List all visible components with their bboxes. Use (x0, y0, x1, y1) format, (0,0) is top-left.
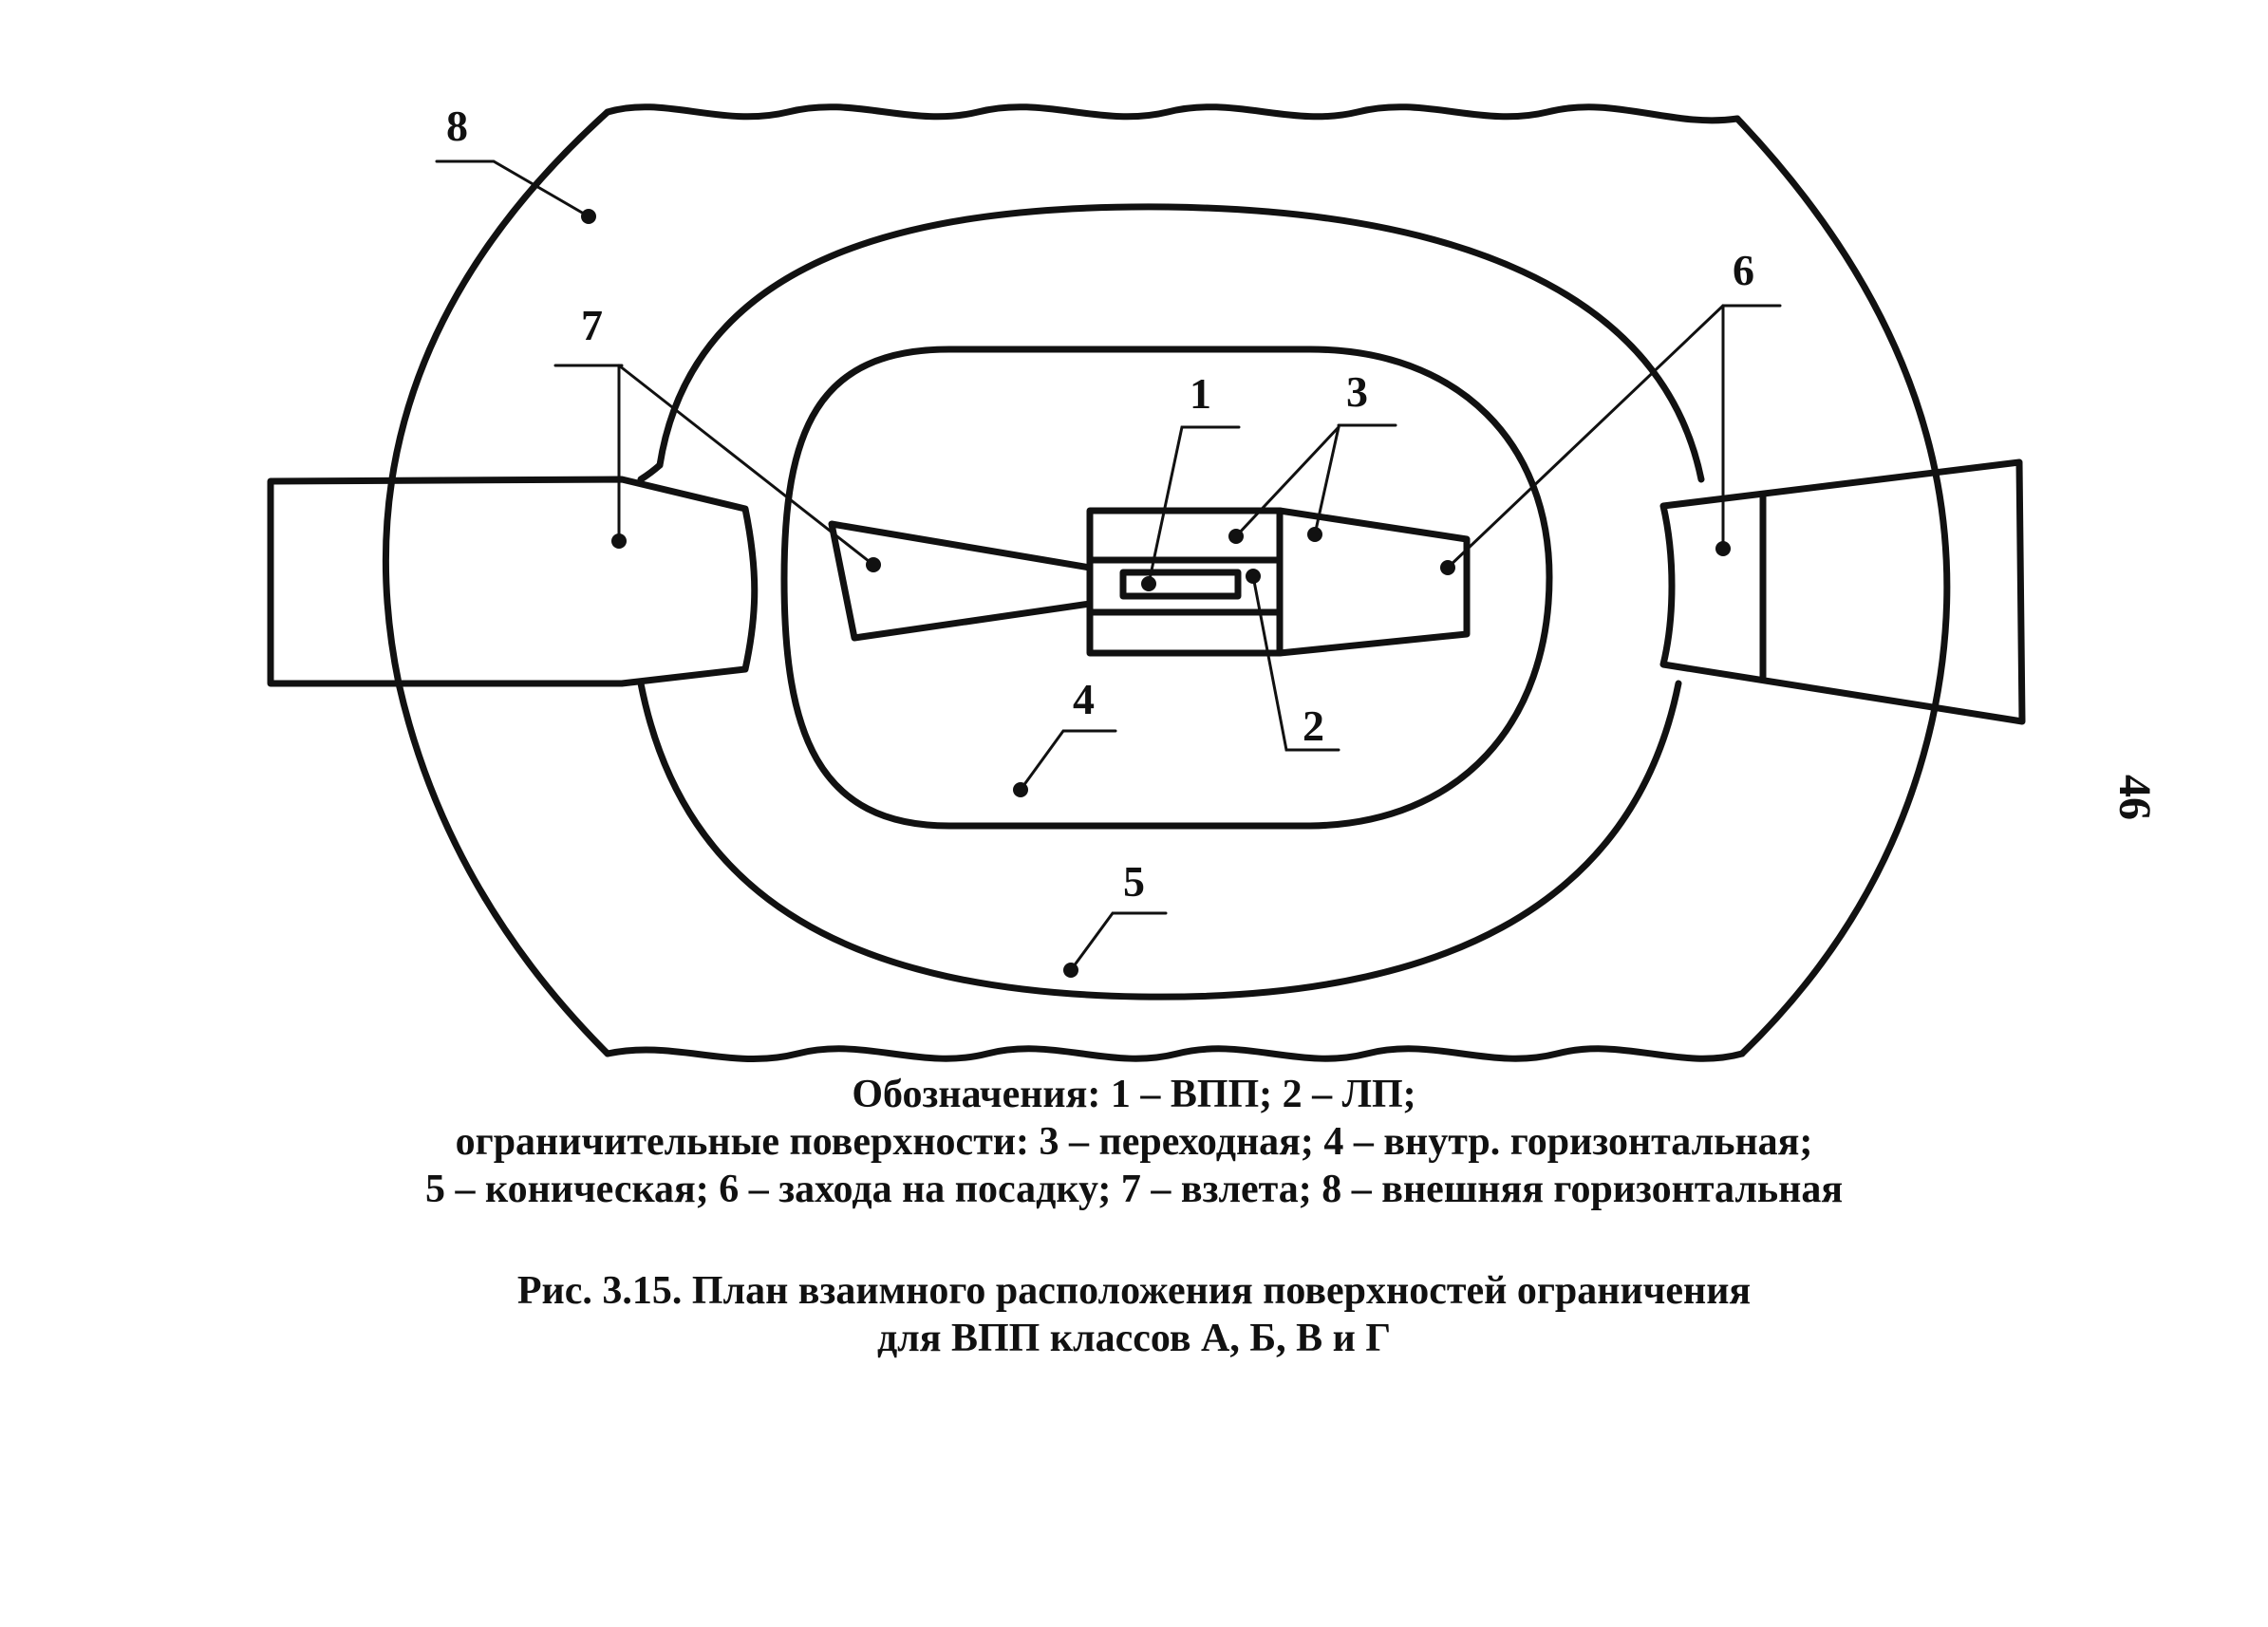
label-3: 3 (1346, 367, 1368, 416)
leader-8 (435, 159, 590, 218)
label-2: 2 (1303, 701, 1324, 750)
dot-3-b (1307, 527, 1322, 542)
dot-4 (1013, 782, 1028, 797)
conical-boundary-bottom (637, 680, 1682, 1001)
dot-5 (1063, 963, 1078, 978)
leader-1 (1147, 425, 1241, 586)
dot-2 (1246, 569, 1261, 584)
leader-3-a (1234, 425, 1340, 538)
leader-7-diag (617, 364, 875, 567)
label-6: 6 (1733, 246, 1754, 294)
caption-line-2: для ВПП классов А, Б, В и Г (876, 1317, 1392, 1360)
runway-rectangle (1119, 569, 1242, 600)
leader-2 (1251, 574, 1340, 752)
dot-3-a (1228, 529, 1244, 544)
dot-7-right (866, 557, 881, 572)
takeoff-trapezoid-inner (828, 520, 1094, 642)
outer-horizontal-surface (382, 103, 1951, 1062)
leader-6-diag (1446, 304, 1725, 570)
takeoff-surface (267, 476, 759, 687)
leader-4 (1019, 729, 1117, 792)
label-1: 1 (1190, 369, 1211, 418)
dot-6-left (1440, 560, 1455, 575)
dot-1 (1141, 576, 1156, 591)
outer-boundary-top (604, 103, 1741, 124)
outer-boundary-right (1734, 115, 1951, 1057)
transitional-surface-right (1276, 507, 1471, 657)
label-7: 7 (581, 301, 603, 349)
legend-line-1: Обозначения: 1 – ВПП; 2 – ЛП; (852, 1073, 1416, 1116)
leader-3-b (1313, 425, 1340, 536)
runway-strip (1086, 507, 1284, 657)
conical-boundary-left-upper (637, 461, 664, 483)
label-8: 8 (446, 102, 468, 150)
figure-caption: Рис. 3.15. План взаимного расположения п… (0, 1267, 2268, 1362)
page-number: 46 (2109, 775, 2160, 820)
legend-line-2: ограничительные поверхности: 3 – переход… (455, 1120, 1813, 1164)
approach-surface (1659, 458, 2026, 725)
outer-boundary-bottom (604, 1045, 1746, 1062)
dot-7-left (611, 533, 627, 549)
dot-6-right (1715, 541, 1731, 556)
caption-line-1: Рис. 3.15. План взаимного расположения п… (516, 1269, 1752, 1313)
legend: Обозначения: 1 – ВПП; 2 – ЛП; ограничите… (0, 1071, 2268, 1213)
legend-line-3: 5 – коническая; 6 – захода на посадку; 7… (424, 1168, 1844, 1211)
conical-boundary-top (656, 203, 1705, 483)
leaders (435, 159, 1782, 978)
conical-surface (637, 203, 1705, 1001)
label-4: 4 (1073, 675, 1095, 723)
inner-horizontal-surface (780, 346, 1553, 830)
leader-5 (1069, 911, 1168, 972)
label-5: 5 (1123, 857, 1145, 906)
outer-boundary-left (382, 108, 611, 1057)
dot-8 (581, 209, 596, 224)
approach-outline (1659, 458, 2026, 725)
